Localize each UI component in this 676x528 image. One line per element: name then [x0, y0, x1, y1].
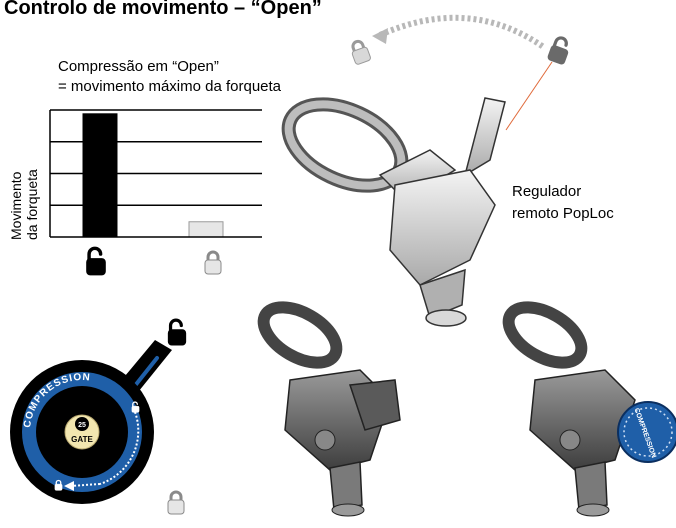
compression-dial-small: COMPRESSION — [617, 401, 676, 463]
open-padlock-icon — [84, 246, 108, 276]
bar-locked — [188, 221, 224, 238]
chart-bars — [82, 113, 224, 238]
poploc-remote-illustration — [281, 97, 506, 327]
bar-open — [82, 113, 118, 238]
closed-padlock-icon — [203, 250, 223, 276]
chart-caption-line1: Compressão em “Open” — [58, 58, 219, 75]
chart-caption-line2: = movimento máximo da forqueta — [58, 78, 282, 95]
remote-illustration-right — [502, 301, 636, 517]
remote-illustration-left — [257, 301, 401, 517]
dial-center-number: 25 — [78, 422, 86, 429]
dial-center-label: GATE — [71, 435, 93, 444]
diagram-title: Controlo de movimento – “Open” — [4, 0, 322, 19]
remote-label-line2: remoto PopLoc — [512, 205, 614, 222]
remote-label-line1: Regulador — [512, 183, 582, 200]
closed-padlock-icon — [166, 490, 186, 516]
faded-padlock-icon — [347, 37, 373, 67]
compression-dial: COMPRESSION 25 GATE — [10, 340, 172, 504]
dotted-arc-arrow-icon — [372, 14, 553, 131]
dial-center — [64, 414, 100, 450]
open-padlock-icon — [545, 34, 574, 67]
chart-gridlines — [50, 109, 262, 206]
open-padlock-icon — [166, 318, 188, 346]
